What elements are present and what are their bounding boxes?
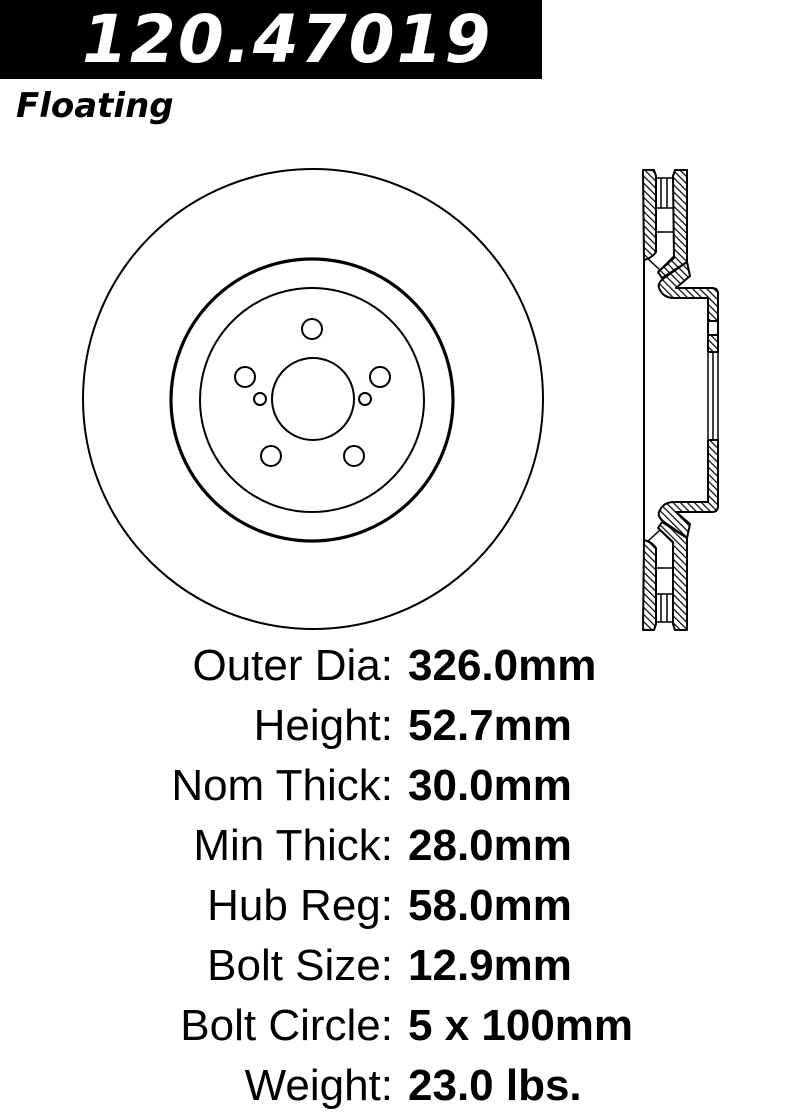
upper-friction-plate-inner — [657, 169, 688, 279]
rotor-outer-edge — [82, 168, 544, 630]
lower-hat-step — [657, 439, 719, 539]
spec-value: 5 x 100mm — [408, 1001, 634, 1050]
spec-label: Outer Dia: — [192, 641, 393, 690]
spec-value: 23.0 lbs. — [408, 1061, 582, 1110]
spec-label: Min Thick: — [193, 821, 393, 870]
bolt-hole — [234, 366, 256, 388]
spec-row-weight: Weight: 23.0 lbs. — [0, 1056, 800, 1116]
bolt-hole — [369, 366, 391, 388]
spec-label: Bolt Size: — [207, 941, 393, 990]
spec-label: Nom Thick: — [171, 761, 393, 810]
spec-row-nominal-thickness: Nom Thick: 30.0mm — [0, 756, 800, 816]
hat-inner-edge — [199, 287, 425, 513]
spec-value: 30.0mm — [408, 761, 572, 810]
bolt-hole — [301, 318, 323, 340]
upper-cooling-vanes — [646, 177, 675, 271]
upper-friction-plate-outer — [642, 169, 657, 261]
spec-label: Weight: — [244, 1061, 393, 1110]
bolt-hole — [260, 445, 282, 467]
spec-label: Hub Reg: — [207, 881, 393, 930]
rotor-side-section-view — [642, 169, 719, 631]
spec-row-minimum-thickness: Min Thick: 28.0mm — [0, 816, 800, 876]
lower-friction-plate-outer — [642, 539, 657, 631]
locator-hole — [253, 392, 267, 406]
hat-wall-vent-window — [707, 320, 719, 336]
rotor-type-label: Floating — [16, 86, 174, 126]
spec-row-outer-diameter: Outer Dia: 326.0mm — [0, 636, 800, 696]
spec-row-bolt-circle: Bolt Circle: 5 x 100mm — [0, 996, 800, 1056]
hat-outer-edge — [169, 257, 455, 543]
rotor-front-view — [82, 168, 544, 630]
spec-value: 28.0mm — [408, 821, 572, 870]
part-number-banner: 120.47019 — [0, 0, 542, 79]
spec-label: Height: — [253, 701, 393, 750]
lower-cooling-vanes — [646, 529, 675, 623]
rotor-technical-drawing — [82, 168, 719, 631]
spec-row-hub-registration: Hub Reg: 58.0mm — [0, 876, 800, 936]
spec-row-bolt-size: Bolt Size: 12.9mm — [0, 936, 800, 996]
spec-label: Bolt Circle: — [180, 1001, 393, 1050]
bolt-hole — [343, 445, 365, 467]
hat-wall-plain — [707, 352, 719, 440]
spec-value: 58.0mm — [408, 881, 572, 930]
part-number: 120.47019 — [82, 1, 493, 78]
spec-value: 326.0mm — [408, 641, 597, 690]
spec-row-height: Height: 52.7mm — [0, 696, 800, 756]
spec-value: 52.7mm — [408, 701, 572, 750]
locator-hole — [358, 392, 372, 406]
spec-value: 12.9mm — [408, 941, 572, 990]
center-bore — [271, 357, 355, 441]
upper-hat-step — [657, 261, 719, 353]
lower-friction-plate-inner — [657, 521, 688, 631]
